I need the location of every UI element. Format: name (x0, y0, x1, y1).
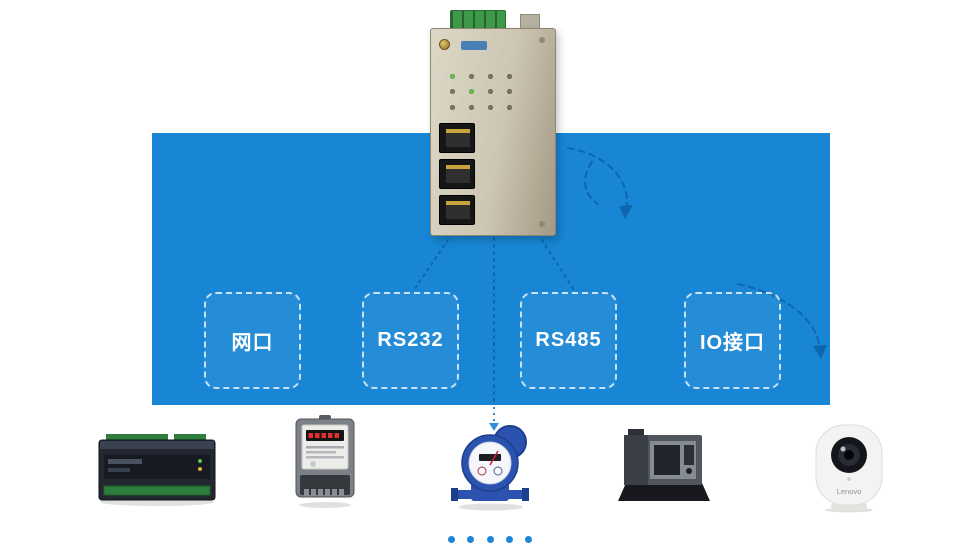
ethernet-port-2 (439, 159, 475, 189)
device-plc (98, 434, 216, 506)
ethernet-port-1 (439, 123, 475, 153)
screw-icon (539, 37, 545, 43)
antenna-connector-icon (439, 39, 450, 50)
led-indicator (469, 74, 474, 80)
led-indicator (507, 74, 512, 80)
device-water-meter (451, 425, 529, 511)
ethernet-port-3 (439, 195, 475, 225)
carousel-dot[interactable] (447, 536, 455, 543)
led-indicator (488, 89, 493, 95)
screw-icon (539, 221, 545, 227)
led-indicator (469, 89, 474, 95)
interface-box-lan: 网口 (204, 292, 301, 389)
interface-label-io: IO接口 (699, 332, 766, 354)
interface-box-io: IO接口 (684, 292, 781, 389)
led-indicator (488, 104, 493, 110)
device-ip-camera: Lenovo (815, 424, 883, 513)
device-cnc-machine (618, 429, 710, 501)
led-indicator (450, 74, 455, 80)
led-indicator (488, 74, 493, 80)
router-body (430, 28, 556, 236)
led-indicator (507, 89, 512, 95)
led-indicator (507, 104, 512, 110)
device-electric-meter (295, 415, 355, 508)
interface-label-lan: 网口 (231, 332, 274, 354)
carousel-dot[interactable] (467, 536, 475, 543)
router-logo (461, 41, 487, 50)
router-led-panel (443, 69, 519, 115)
led-indicator (469, 104, 474, 110)
camera-brand-label: Lenovo (837, 487, 862, 496)
interface-box-rs232: RS232 (362, 292, 459, 389)
carousel-dots (0, 530, 980, 548)
carousel-dot[interactable] (486, 536, 494, 543)
router-terminal-block (450, 10, 506, 30)
interface-label-rs232: RS232 (377, 329, 444, 351)
interface-label-rs485: RS485 (535, 329, 602, 351)
router-device (430, 10, 556, 236)
led-indicator (450, 104, 455, 110)
carousel-dot[interactable] (525, 536, 533, 543)
carousel-dot[interactable] (505, 536, 513, 543)
led-indicator (450, 89, 455, 95)
interface-box-rs485: RS485 (520, 292, 617, 389)
